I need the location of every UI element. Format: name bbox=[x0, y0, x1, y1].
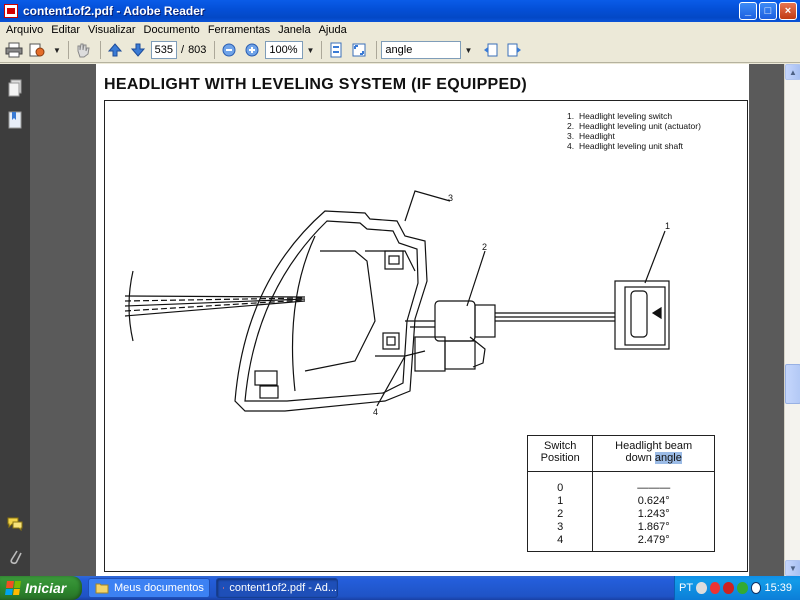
callout-3: 3 bbox=[448, 193, 453, 203]
page-total: 803 bbox=[188, 44, 207, 56]
comments-panel-icon[interactable] bbox=[6, 514, 24, 534]
callout-4: 4 bbox=[373, 407, 378, 417]
page-title: HEADLIGHT WITH LEVELING SYSTEM (IF EQUIP… bbox=[104, 76, 527, 93]
legend-item: 1.Headlight leveling switch bbox=[567, 111, 673, 121]
fit-page-icon[interactable] bbox=[349, 40, 369, 60]
toolbar: ▼ 535 / 803 100% ▼ angle ▼ bbox=[0, 38, 800, 63]
find-previous-icon[interactable] bbox=[481, 40, 501, 60]
table-header-switch-position: Switch Position bbox=[526, 435, 594, 472]
email-document-icon[interactable] bbox=[27, 40, 47, 60]
pdf-icon bbox=[223, 587, 225, 589]
clock[interactable]: 15:39 bbox=[764, 582, 793, 594]
menu-arquivo[interactable]: Arquivo bbox=[6, 24, 44, 36]
menu-bar: Arquivo Editar Visualizar Documento Ferr… bbox=[0, 22, 800, 38]
pdf-page: HEADLIGHT WITH LEVELING SYSTEM (IF EQUIP… bbox=[96, 64, 749, 576]
document-view[interactable]: HEADLIGHT WITH LEVELING SYSTEM (IF EQUIP… bbox=[30, 64, 784, 576]
menu-ajuda[interactable]: Ajuda bbox=[318, 24, 347, 36]
chevron-down-icon[interactable]: ▼ bbox=[53, 45, 61, 55]
find-next-icon[interactable] bbox=[504, 40, 524, 60]
figure-frame: 1.Headlight leveling switch 2.Headlight … bbox=[104, 100, 748, 572]
zoom-in-icon[interactable] bbox=[242, 40, 262, 60]
pages-panel-icon[interactable] bbox=[6, 78, 24, 98]
taskbar-item-meus-documentos[interactable]: Meus documentos bbox=[88, 578, 210, 598]
table-cell-positions: 0 1 2 3 4 bbox=[526, 471, 594, 552]
scroll-thumb[interactable] bbox=[785, 364, 800, 404]
title-bar[interactable]: content1of2.pdf - Adobe Reader _ □ × bbox=[0, 0, 800, 22]
vertical-scrollbar[interactable]: ▲ ▼ bbox=[784, 64, 800, 576]
attachments-paperclip-icon[interactable] bbox=[6, 546, 24, 566]
maximize-button[interactable]: □ bbox=[759, 2, 777, 20]
scroll-down-button[interactable]: ▼ bbox=[785, 560, 800, 576]
zoom-level-input[interactable]: 100% bbox=[265, 41, 304, 59]
callout-2: 2 bbox=[482, 242, 487, 252]
menu-documento[interactable]: Documento bbox=[143, 24, 200, 36]
headlight-diagram: 3 2 1 4 bbox=[124, 190, 670, 417]
taskbar: Iniciar Meus documentos content1of2.pdf … bbox=[0, 576, 800, 600]
language-indicator[interactable]: PT bbox=[679, 582, 694, 594]
callout-1: 1 bbox=[665, 221, 670, 231]
fit-width-icon[interactable] bbox=[326, 40, 346, 60]
page-number-input[interactable]: 535 bbox=[151, 41, 177, 59]
search-dropdown-chevron-icon[interactable]: ▼ bbox=[464, 45, 473, 55]
tray-network-icon[interactable] bbox=[736, 582, 748, 594]
print-icon[interactable] bbox=[4, 40, 24, 60]
window-title: content1of2.pdf - Adobe Reader bbox=[23, 4, 205, 18]
previous-page-icon[interactable] bbox=[105, 40, 125, 60]
scroll-up-button[interactable]: ▲ bbox=[785, 64, 800, 80]
tray-alert-icon[interactable] bbox=[723, 582, 734, 594]
folder-icon bbox=[95, 583, 109, 594]
minimize-button[interactable]: _ bbox=[739, 2, 757, 20]
bookmarks-panel-icon[interactable] bbox=[6, 110, 24, 130]
legend-item: 3.Headlight bbox=[567, 131, 615, 141]
menu-visualizar[interactable]: Visualizar bbox=[88, 24, 136, 36]
start-button[interactable]: Iniciar bbox=[0, 576, 82, 600]
switch-position-table: Switch Position Headlight beam down angl… bbox=[526, 435, 715, 552]
menu-ferramentas[interactable]: Ferramentas bbox=[207, 24, 271, 36]
page-separator: / bbox=[181, 44, 185, 56]
tray-info-icon[interactable] bbox=[750, 582, 762, 594]
menu-janela[interactable]: Janela bbox=[278, 24, 311, 36]
tray-security-icon[interactable] bbox=[709, 582, 721, 594]
table-cell-angles: ——— 0.624° 1.243° 1.867° 2.479° bbox=[592, 471, 715, 552]
navigation-panel bbox=[0, 64, 30, 576]
menu-editar[interactable]: Editar bbox=[51, 24, 81, 36]
taskbar-item-adobe-reader[interactable]: content1of2.pdf - Ad... bbox=[216, 578, 338, 598]
legend-item: 2.Headlight leveling unit (actuator) bbox=[567, 121, 701, 131]
legend-item: 4.Headlight leveling unit shaft bbox=[567, 141, 683, 151]
search-highlight: angle bbox=[654, 452, 682, 464]
windows-flag-icon bbox=[5, 581, 21, 595]
zoom-dropdown-chevron-icon[interactable]: ▼ bbox=[306, 45, 315, 55]
search-input[interactable]: angle bbox=[381, 41, 462, 59]
hand-tool-icon[interactable] bbox=[73, 40, 93, 60]
table-header-beam-angle: Headlight beam down angle bbox=[592, 435, 715, 472]
system-tray: PT 15:39 bbox=[674, 576, 800, 600]
next-page-icon[interactable] bbox=[128, 40, 148, 60]
tray-app-icon[interactable] bbox=[696, 582, 707, 594]
figure-legend: 1.Headlight leveling switch 2.Headlight … bbox=[567, 111, 701, 151]
adobe-reader-icon bbox=[4, 4, 18, 18]
zoom-out-icon[interactable] bbox=[219, 40, 239, 60]
close-button[interactable]: × bbox=[779, 2, 797, 20]
